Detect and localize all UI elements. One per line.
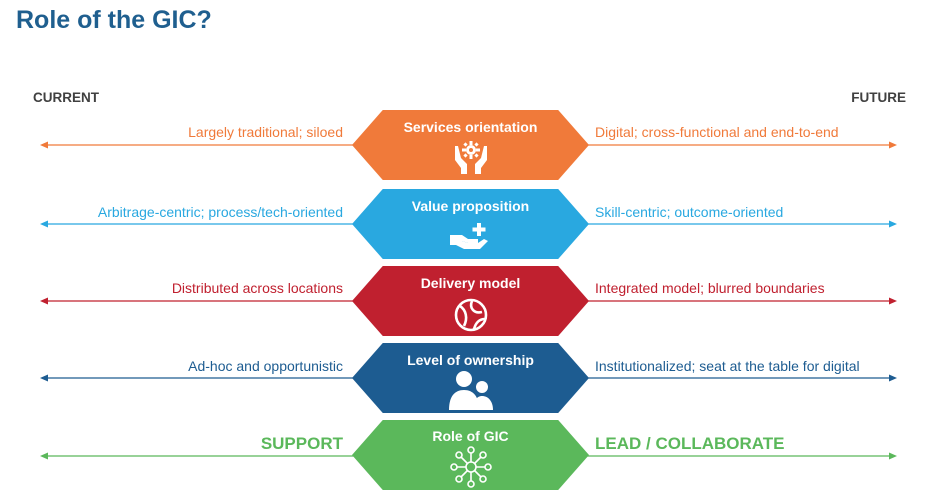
future-state-text: Integrated model; blurred boundaries	[595, 280, 825, 296]
page-title: Role of the GIC?	[16, 6, 212, 34]
hexagon-delivery-model: Delivery model	[352, 266, 589, 336]
hexagon-label: Value proposition	[411, 198, 530, 214]
hexagon-label: Delivery model	[420, 275, 521, 291]
hexagon-level-of-ownership: Level of ownership	[352, 343, 589, 413]
current-state-text: Ad-hoc and opportunistic	[188, 358, 343, 374]
hexagon-label: Role of GIC	[432, 428, 509, 444]
network-hub-icon	[449, 446, 492, 488]
future-state-text: Institutionalized; seat at the table for…	[595, 358, 860, 374]
current-state-text: Distributed across locations	[171, 280, 343, 296]
globe-icon	[454, 298, 487, 332]
hand-plus-icon	[449, 223, 488, 249]
hexagon-label: Services orientation	[403, 119, 538, 135]
hands-gear-icon	[454, 141, 487, 174]
hexagon-value-proposition: Value proposition	[352, 189, 589, 259]
row-level-of-ownership: Ad-hoc and opportunistic Institutionaliz…	[0, 340, 937, 420]
future-state-text: LEAD / COLLABORATE	[595, 434, 785, 453]
hexagon-label: Level of ownership	[407, 352, 534, 368]
row-delivery-model: Distributed across locations Integrated …	[0, 263, 937, 343]
current-state-text: Largely traditional; siloed	[188, 124, 343, 140]
people-icon	[448, 371, 493, 410]
row-value-proposition: Arbitrage-centric; process/tech-oriented…	[0, 186, 937, 266]
current-header: CURRENT	[33, 90, 99, 105]
current-state-text: SUPPORT	[260, 434, 343, 453]
row-role-of-gic: SUPPORT LEAD / COLLABORATE Role of GIC	[0, 418, 937, 498]
hexagon-services-orientation: Services orientation	[352, 110, 589, 180]
future-header: FUTURE	[851, 90, 906, 105]
current-state-text: Arbitrage-centric; process/tech-oriented	[97, 204, 343, 220]
hexagon-role-of-gic: Role of GIC	[352, 420, 589, 490]
row-services-orientation: Largely traditional; siloed Digital; cro…	[0, 107, 937, 187]
future-state-text: Skill-centric; outcome-oriented	[595, 204, 784, 220]
future-state-text: Digital; cross-functional and end-to-end	[595, 124, 839, 140]
